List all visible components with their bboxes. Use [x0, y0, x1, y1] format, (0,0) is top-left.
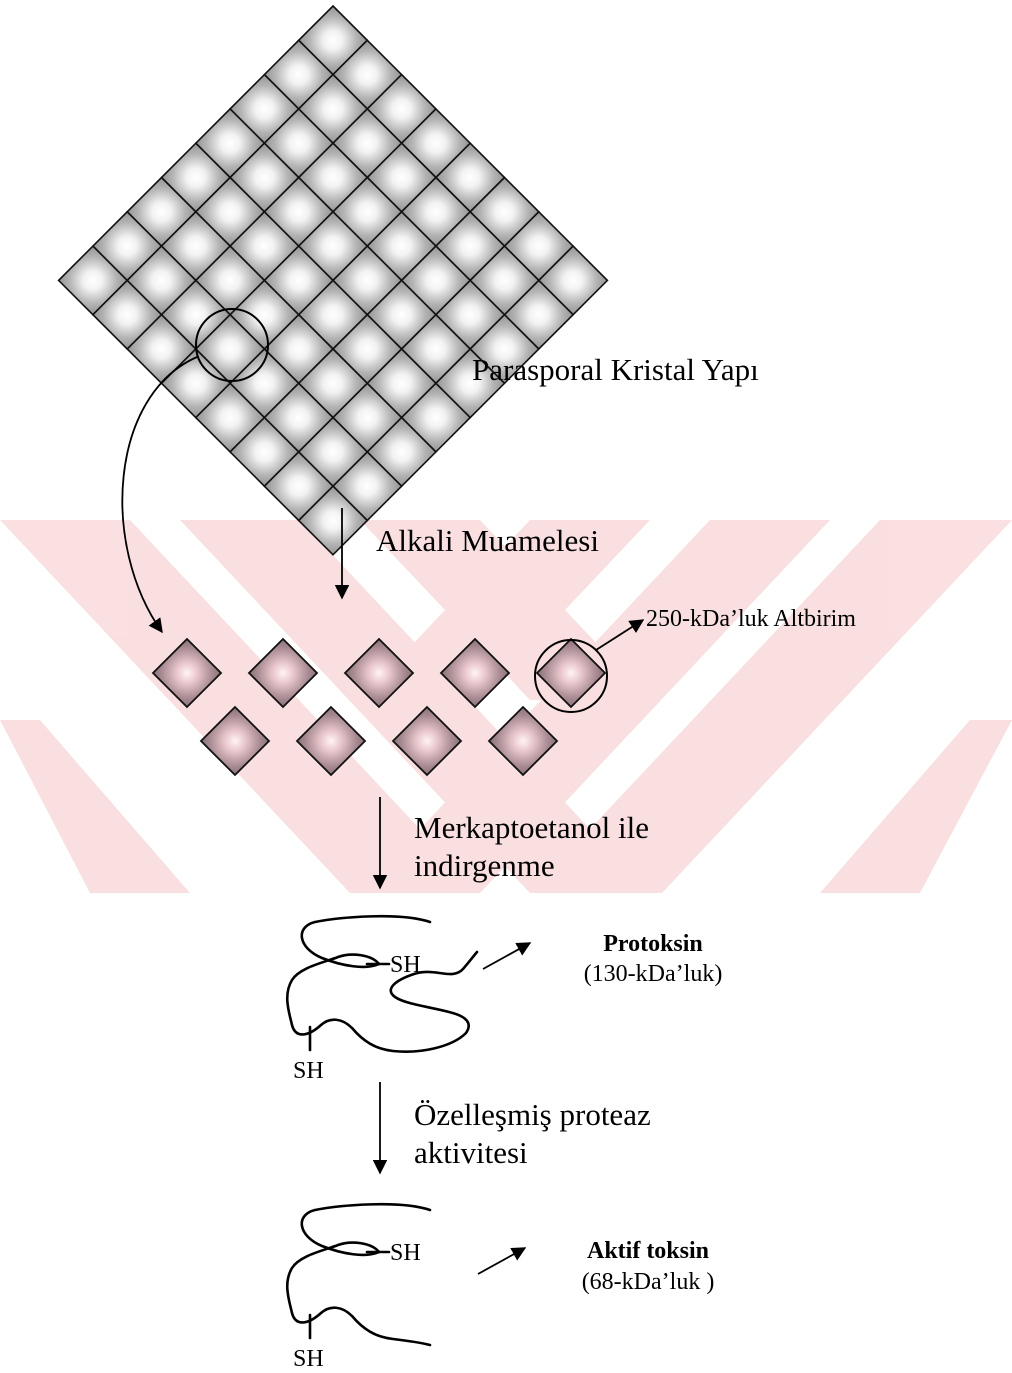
active-sh-right: SH [390, 1240, 421, 1266]
watermark [0, 520, 1012, 893]
crystal-cell [297, 485, 369, 556]
active-toxin-size: (68-kDa’luk ) [582, 1269, 715, 1295]
subunit-diamond [343, 637, 415, 709]
reduction-label-line1: Merkaptoetanol ile [414, 810, 649, 845]
protoxin-title: Protoksin [603, 931, 703, 957]
active-toxin-chain [285, 1202, 527, 1347]
subunit-group [151, 637, 607, 777]
subunit-arrow [595, 619, 645, 651]
active-toxin-title: Aktif toksin [587, 1238, 709, 1264]
subunit-diamond [391, 705, 463, 777]
subunit-diamond [199, 705, 271, 777]
subunit-highlight-circle [534, 639, 608, 713]
subunit-diamond [295, 705, 367, 777]
subunit-diamond [151, 637, 223, 709]
reduction-label-line2: indirgenme [414, 848, 555, 883]
subunit-diamond [487, 705, 559, 777]
curved-arrow [121, 356, 198, 634]
protoxin-sh-bottom: SH [293, 1058, 324, 1084]
protease-label-line2: aktivitesi [414, 1135, 528, 1170]
alkali-label: Alkali Muamelesi [376, 523, 599, 558]
active-sh-bottom: SH [293, 1346, 324, 1372]
crystal-label: Parasporal Kristal Yapı [472, 352, 759, 387]
subunit-diamond [247, 637, 319, 709]
parasporal-crystal [57, 4, 609, 556]
protoxin-sh-right: SH [390, 952, 421, 978]
protease-label-line1: Özelleşmiş proteaz [414, 1097, 651, 1132]
subunit-diamond [535, 637, 607, 709]
crystal-highlight-circle [195, 308, 269, 382]
subunit-diamond [439, 637, 511, 709]
protoxin-size: (130-kDa’luk) [584, 961, 723, 987]
protoxin-chain [285, 914, 532, 1053]
subunit-label: 250-kDa’luk Altbirim [646, 606, 856, 632]
